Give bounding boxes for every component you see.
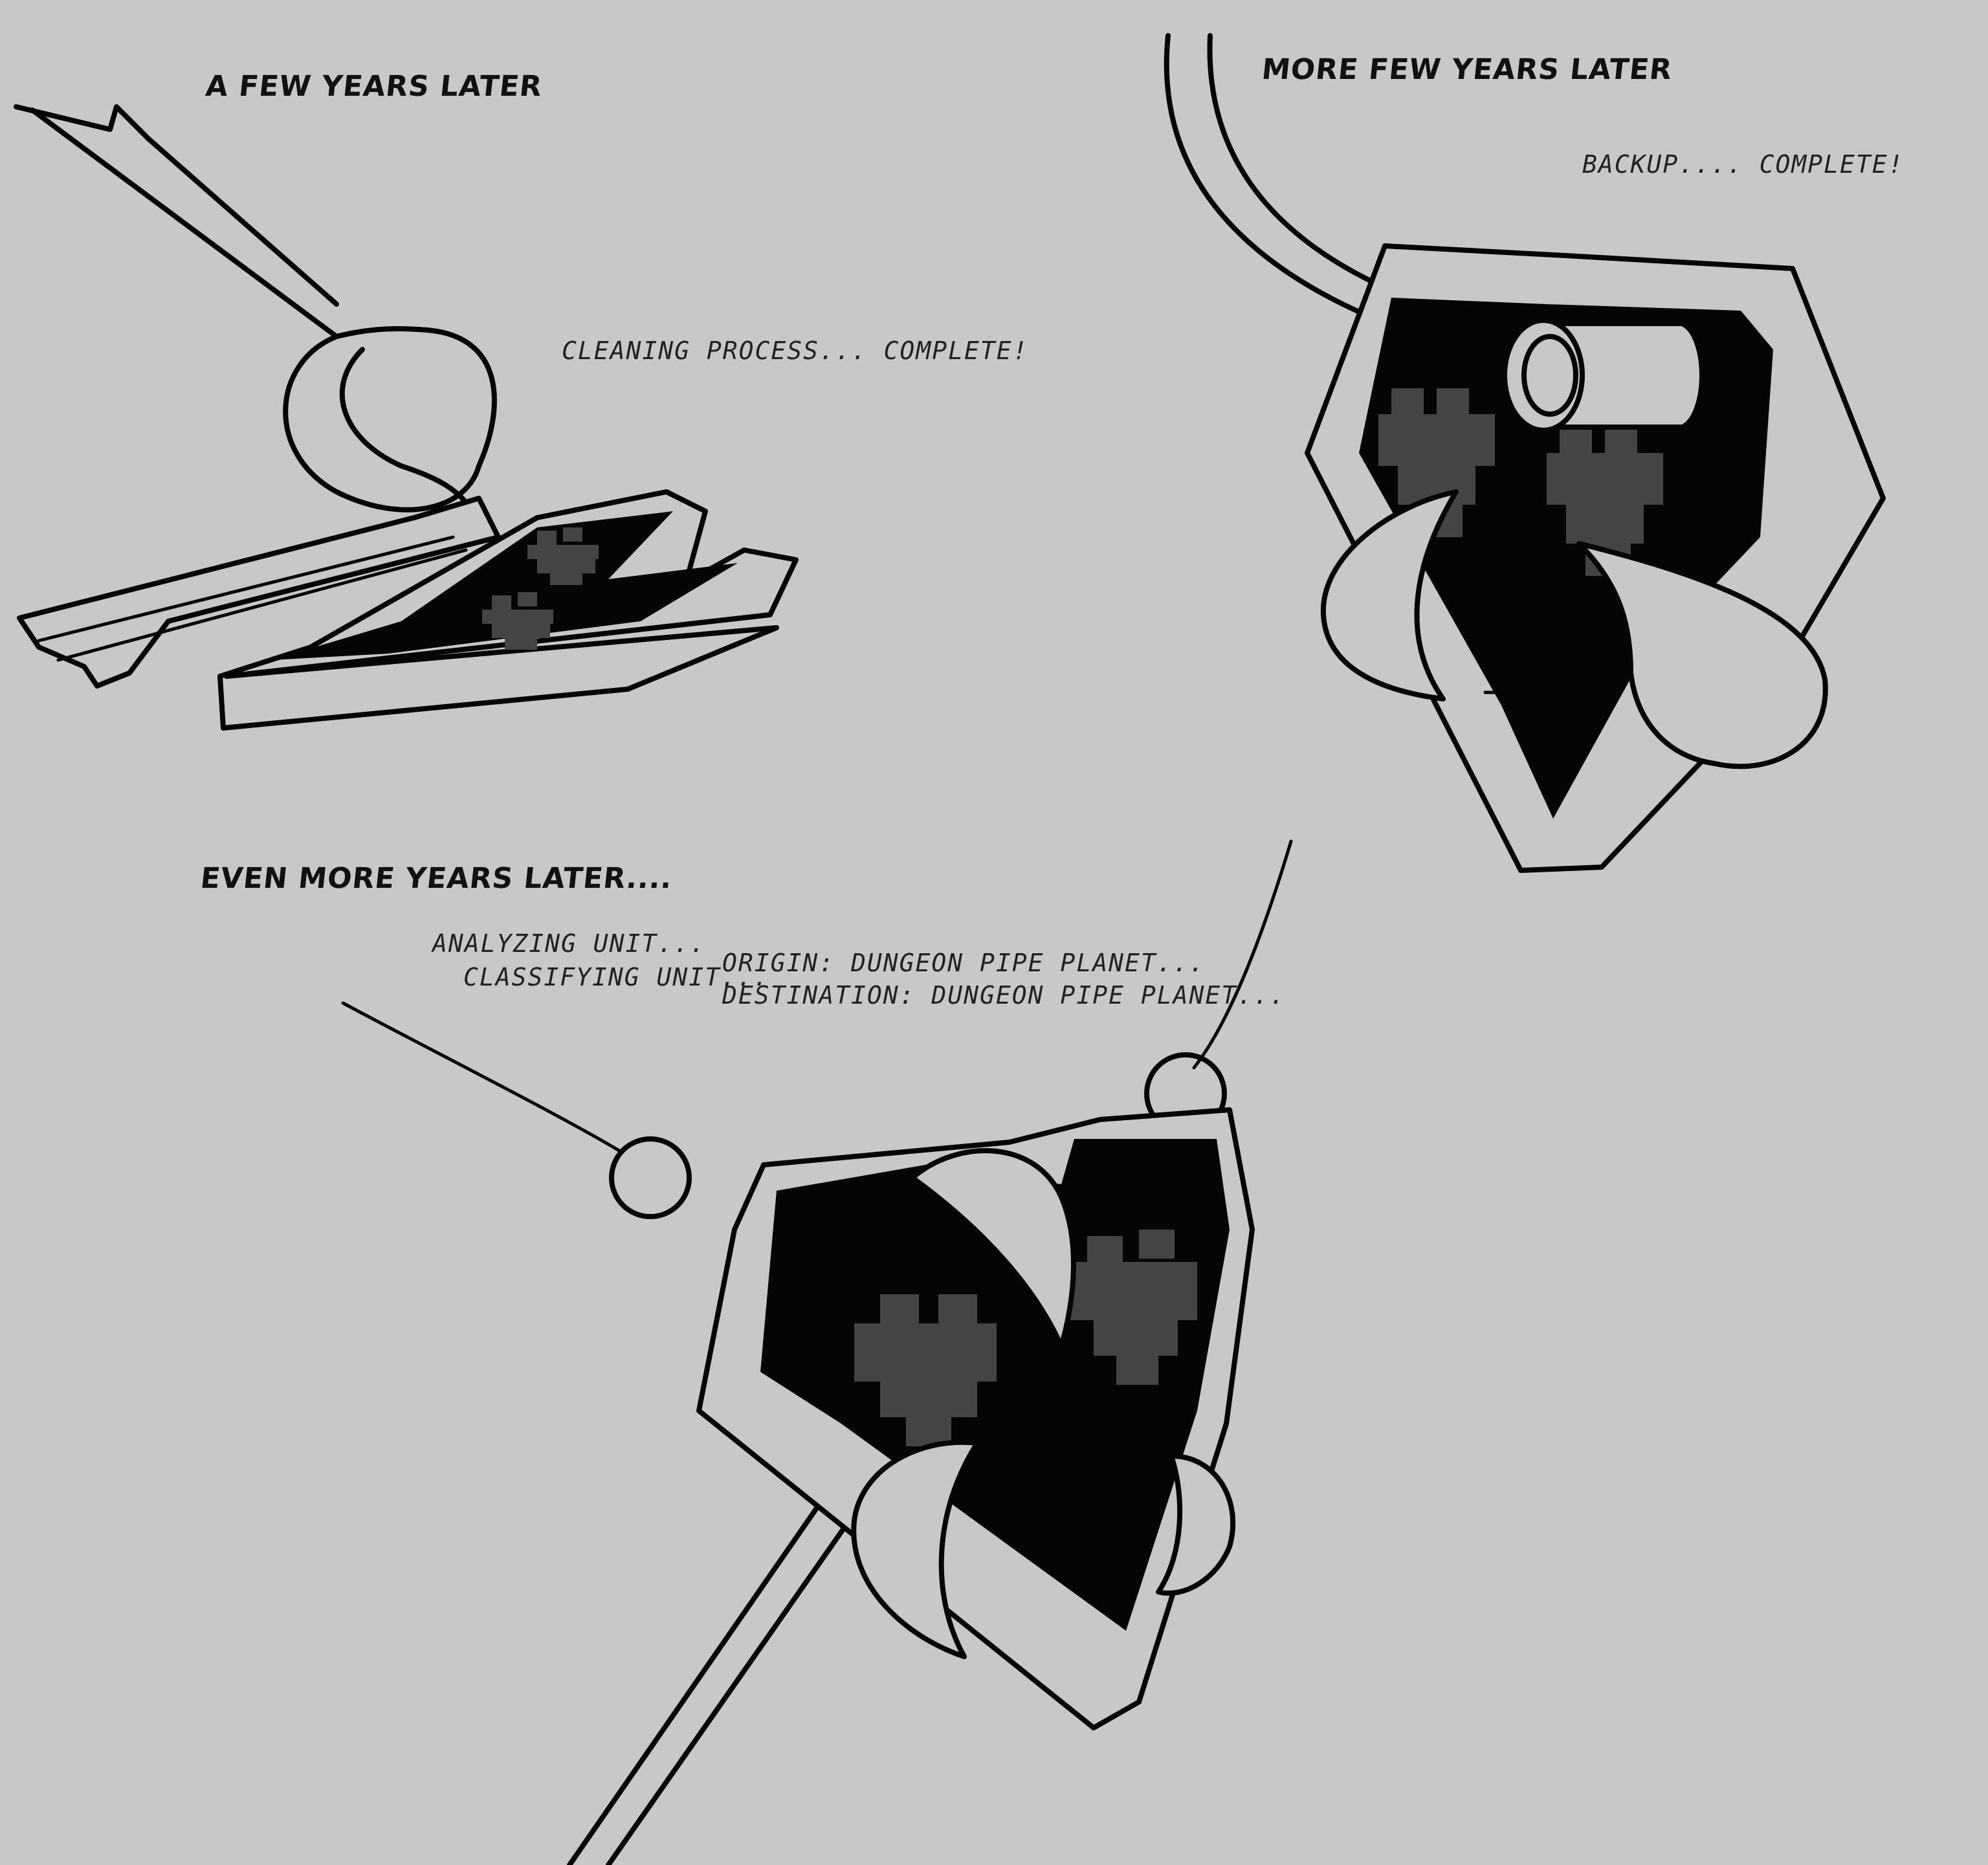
panel-1-status: CLEANING PROCESS... COMPLETE! [562, 337, 1029, 365]
probe-right [1192, 839, 1293, 1070]
panel-3-title: Even more years later.... [199, 862, 674, 895]
probe-left [341, 1001, 623, 1154]
arm-cable [14, 104, 339, 307]
claw-right [1576, 541, 1828, 769]
panel-2-drawing [1164, 33, 1886, 873]
panel-3-classifying: CLASSIFYING UNIT... [463, 963, 769, 991]
claw-bottom-right [1156, 1453, 1236, 1596]
claw-top [910, 1148, 1076, 1349]
panel-2-status: BACKUP.... COMPLETE! [1582, 150, 1905, 179]
panel-3-origin: ORIGIN: DUNGEON PIPE PLANET... [722, 949, 1206, 977]
claw-left [1320, 489, 1459, 701]
pendant-flat-screen [272, 511, 738, 660]
panel-3-drawing [341, 839, 1293, 1865]
panel-3-analyzing: ANALYZING UNIT... [432, 929, 706, 958]
claw-loop [283, 326, 497, 513]
claw-bottom-left [851, 1439, 980, 1659]
panel-1-drawing [14, 104, 799, 731]
panel-3-destination: DESTINATION: DUNGEON PIPE PLANET... [722, 981, 1286, 1010]
panel-1-title: A few years later [204, 70, 544, 103]
panel-2-title: More few years later [1260, 53, 1674, 86]
